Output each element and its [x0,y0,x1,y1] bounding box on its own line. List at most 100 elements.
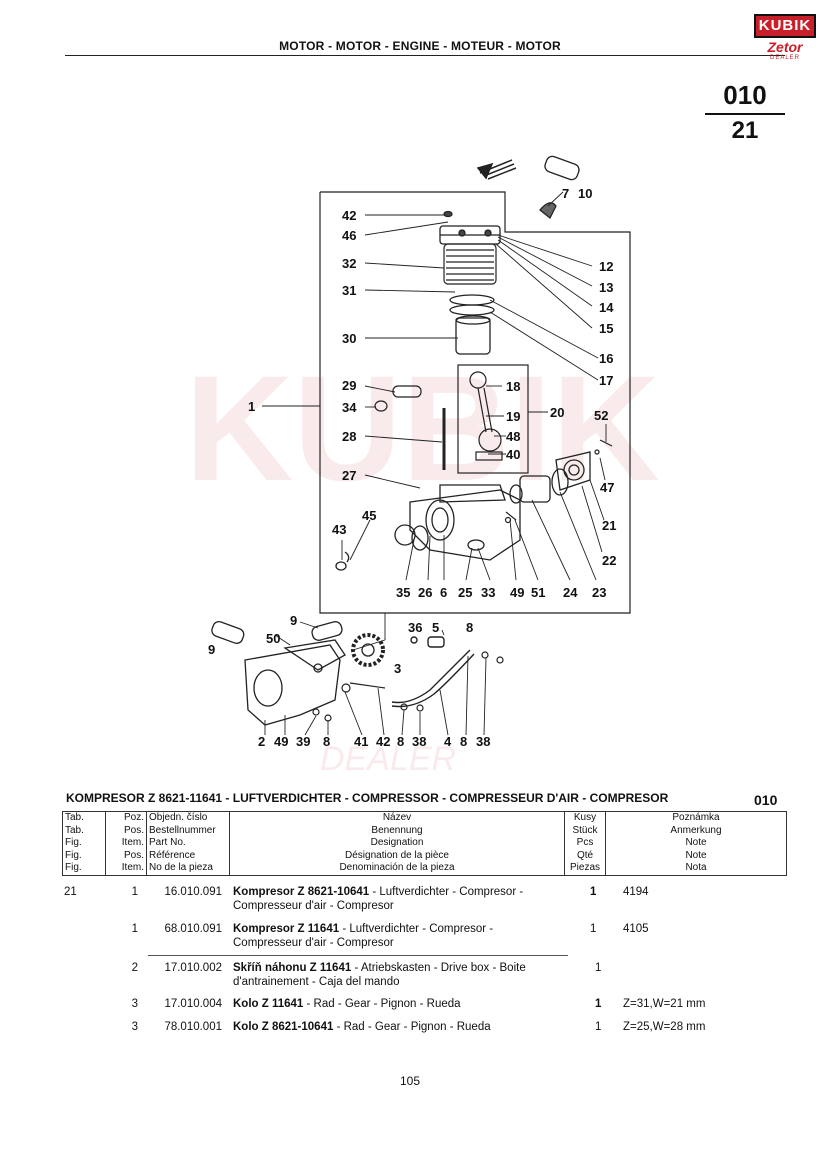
callout-label: 38 [412,734,426,749]
airflow-arrow-icon [476,159,517,180]
section-title: KOMPRESOR Z 8621-11641 - LUFTVERDICHTER … [66,791,669,805]
exploded-diagram: KUBIK DEALER [185,155,660,778]
row-pos: 3 [131,1021,138,1033]
col-line: Designation [370,837,424,849]
logo-top-text: KUBIK [754,14,816,38]
diagram-labels: 42 46 32 31 30 29 34 28 27 43 45 35 26 6… [208,186,616,749]
connecting-rod-icon [457,364,529,474]
callout-label: 47 [600,480,614,495]
callout-label: 18 [506,379,520,394]
filter-cartridge-icon [539,155,580,220]
row-designation: Kompresor Z 11641 - Luftverdichter - Com… [233,922,573,950]
callout-label: 9 [290,613,297,628]
row-note: 4194 [623,886,649,898]
row-part-no: 17.010.002 [164,962,222,974]
col-pos: Poz. Pos. Item. Pos. Item. [105,811,147,876]
column-header-row: Tab. Tab. Fig. Fig. Fig. Poz. Pos. Item.… [62,811,787,876]
col-line: Note [685,837,707,849]
row-name-rest: - Luftverdichter - Compresor - [342,923,494,935]
callout-label: 48 [506,429,520,444]
col-line: Benennung [371,824,423,836]
kubik-zetor-logo: KUBIK Zetor DEALER [754,14,816,64]
oil-pipe-icon [391,636,475,708]
callout-label: 51 [531,585,545,600]
row-pos: 1 [131,923,138,935]
callout-label: 31 [342,283,356,298]
callout-label: 9 [208,642,215,657]
callout-label: 32 [342,256,356,271]
crankcase-icon [409,484,521,561]
col-line: No de la pieza [149,862,213,874]
bolt-icon [504,439,613,524]
callout-label: 4 [444,734,452,749]
col-line: Bestellnummer [149,824,216,836]
filter-cartridge-lower-icon [211,620,343,644]
row-part-no: 68.010.091 [164,923,222,935]
col-line: Part No. [149,837,186,849]
row-designation: Kompresor Z 8621-10641 - Luftverdichter … [233,885,573,913]
section-table-code: 010 [754,792,778,808]
row-name-line2: Compresseur d'air - Compresor [233,937,394,949]
col-line: Kusy [573,812,597,823]
col-line: Fig. [65,837,82,849]
callout-label: 8 [397,734,404,749]
row-name-bold: Skříň náhonu Z 11641 [233,962,352,974]
col-qty: Kusy Stück Pcs Qté Piezas [564,811,606,876]
col-line: Tab. [65,812,84,823]
header-divider [65,55,785,56]
callout-label: 14 [599,300,614,315]
row-note: 4105 [623,923,649,935]
row-note: Z=25,W=28 mm [623,1021,706,1033]
row-name-rest: - Luftverdichter - Compresor - [372,886,524,898]
col-line: Objedn. číslo [149,812,208,823]
row-tab: 21 [64,886,77,898]
col-designation: Název Benennung Designation Désignation … [229,811,565,876]
callout-label: 23 [592,585,606,600]
drive-box-icon [244,639,346,726]
table-code: 010 [723,80,767,110]
col-tab: Tab. Tab. Fig. Fig. Fig. [62,811,106,876]
callout-label: 7 [562,186,569,201]
callout-label: 29 [342,378,356,393]
col-line: Piezas [569,862,600,874]
row-qty: 1 [595,962,602,974]
row-part-no: 78.010.001 [164,1021,222,1033]
kubik-watermark: KUBIK DEALER [185,344,660,778]
callout-label: 22 [602,553,616,568]
col-line: Poz. [123,812,144,823]
callout-label: 52 [594,408,608,423]
callout-label: 42 [376,734,390,749]
callout-label: 6 [440,585,447,600]
table-code-divider [705,113,785,115]
callout-label: 36 [408,620,422,635]
callout-label: 12 [599,259,613,274]
col-line: Référence [149,849,196,861]
col-line: Item. [121,862,144,874]
figure-code: 21 [731,117,759,144]
callout-label: 30 [342,331,356,346]
col-line: Désignation de la pièce [345,849,449,861]
col-line: Stück [572,824,598,836]
callout-label: 5 [432,620,439,635]
callout-label: 43 [332,522,346,537]
callout-label: 45 [362,508,376,523]
callout-label: 25 [458,585,472,600]
callout-label: 1 [248,399,255,414]
col-part-no: Objedn. číslo Bestellnummer Part No. Réf… [146,811,230,876]
screw-icon [312,651,504,722]
callout-label: 13 [599,280,613,295]
row-designation: Kolo Z 8621-10641 - Rad - Gear - Pignon … [233,1020,573,1034]
callout-label: 24 [563,585,578,600]
row-name-bold: Kompresor Z 11641 [233,923,340,935]
row-name-rest: - Rad - Gear - Pignon - Rueda [306,998,461,1010]
callout-label: 8 [323,734,330,749]
row-part-no: 17.010.004 [164,998,222,1010]
callout-label: 21 [602,518,616,533]
callout-label: 41 [354,734,368,749]
col-line: Denominación de la pieza [339,862,455,874]
column-header-table: Tab. Tab. Fig. Fig. Fig. Poz. Pos. Item.… [62,811,787,876]
callout-label: 49 [510,585,524,600]
col-note: Poznámka Anmerkung Note Note Nota [605,811,787,876]
row-name-bold: Kolo Z 11641 [233,998,304,1010]
row-divider [148,955,568,956]
